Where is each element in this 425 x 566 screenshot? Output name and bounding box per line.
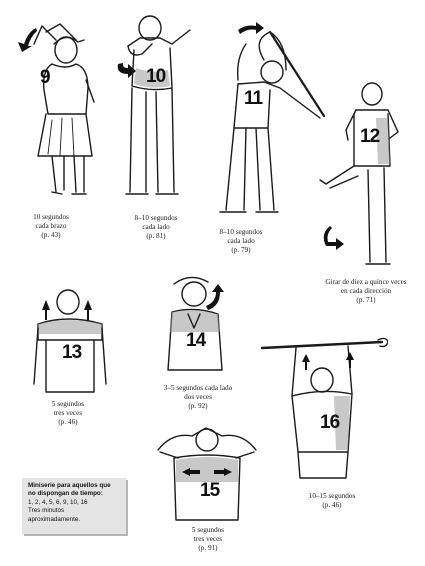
exercise-number-14: 14 — [186, 330, 206, 351]
mini-series-list: 1, 2, 4, 5, 6, 9, 10, 16 — [28, 498, 88, 506]
mini-series-box: Miniserie para aquellos que no dispongan… — [22, 478, 126, 534]
figure-11: 11 — [204, 18, 329, 228]
caption-14: 3–5 segundos cada lado dos veces (p. 92) — [163, 384, 233, 410]
figure-9: 9 — [12, 10, 112, 210]
figure-15: 15 — [152, 422, 262, 522]
figure-14: 14 — [160, 268, 260, 378]
mini-series-title-line-2: no dispongan de tiempo: — [28, 490, 103, 498]
figure-12: 12 — [318, 80, 418, 280]
exercise-number-15: 15 — [200, 480, 220, 501]
figure-13: 13 — [22, 288, 122, 398]
caption-16: 10–15 segundos (p. 46) — [308, 492, 356, 509]
up-arrow-icon — [346, 352, 354, 368]
exercise-number-12: 12 — [360, 126, 380, 147]
figure-12-drawing — [319, 82, 399, 265]
exercise-number-13: 13 — [62, 342, 82, 363]
exercise-number-9: 9 — [40, 67, 51, 88]
figure-13-drawing — [33, 289, 107, 393]
caption-12: Girar de diez a quince veces en cada dir… — [325, 278, 407, 304]
double-left-right-arrow-icon — [182, 468, 232, 476]
curved-arrow-icon — [18, 28, 37, 52]
curved-arrow-icon — [238, 22, 264, 34]
caption-15: 5 segundos tres veces (p. 91) — [191, 526, 225, 552]
mini-series-note-line-1: Tres minutos — [28, 507, 65, 515]
curved-arrow-icon — [206, 284, 224, 310]
exercise-number-10: 10 — [146, 66, 166, 87]
figure-10-drawing — [117, 15, 191, 195]
caption-10: 8–10 segundos cada lado (p. 81) — [134, 214, 178, 240]
up-arrow-icon — [302, 354, 310, 370]
figure-11-drawing — [219, 22, 326, 213]
up-arrow-icon — [42, 300, 50, 320]
exercise-number-16: 16 — [320, 412, 340, 433]
figure-9-drawing — [18, 23, 95, 195]
curved-arrow-icon — [117, 63, 136, 78]
curved-arrow-icon — [323, 226, 344, 250]
figure-16: 16 — [258, 336, 388, 482]
figure-15-drawing — [157, 427, 257, 521]
mini-series-note-line-2: aproximadamente. — [28, 515, 81, 523]
figure-16-drawing — [260, 337, 388, 479]
caption-9: 10 segundos cada brazo (p. 43) — [33, 213, 69, 239]
mini-series-title-line-1: Miniserie para aquellos que — [28, 482, 111, 489]
caption-11: 8–10 segundos cada lado (p. 79) — [219, 228, 263, 254]
caption-13: 5 segundos tres veces (p. 46) — [51, 400, 85, 426]
figure-10: 10 — [112, 8, 202, 213]
exercise-number-11: 11 — [244, 88, 263, 109]
up-arrow-icon — [84, 300, 92, 320]
figure-14-drawing — [167, 276, 224, 371]
